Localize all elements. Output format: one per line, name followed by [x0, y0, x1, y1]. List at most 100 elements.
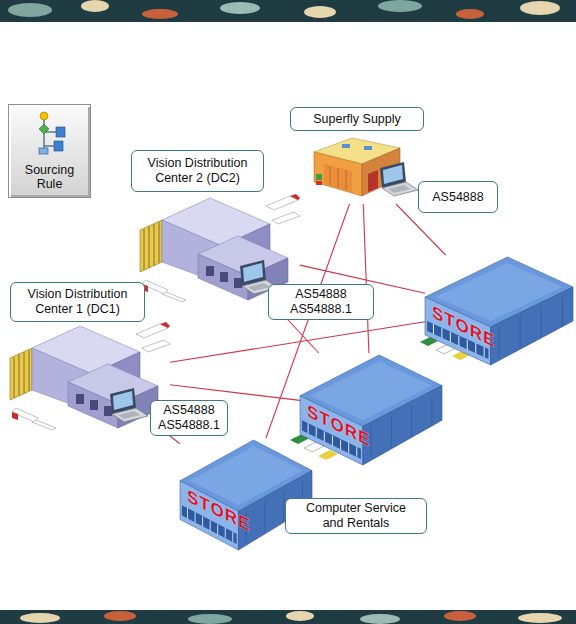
- illustration-part: [380, 162, 418, 196]
- callout-label: Superfly Supply: [290, 107, 424, 131]
- illustration-part: [388, 185, 410, 193]
- illustration-part: [39, 148, 48, 154]
- illustration-part: [220, 272, 228, 282]
- illustration-part: [160, 322, 170, 328]
- callout-label: AS54888: [418, 181, 498, 213]
- callout-label: Vision Distribution Center 1 (DC1): [10, 282, 145, 322]
- illustration-part: [484, 347, 485, 357]
- illustration-part: [144, 229, 145, 270]
- illustration-part: [444, 611, 476, 621]
- illustration-part: [0, 0, 576, 22]
- rule-icon: Sourcing Rule: [8, 104, 91, 198]
- illustration-part: [29, 350, 30, 391]
- illustration-part: [431, 396, 432, 427]
- illustration-part: [142, 9, 178, 19]
- illustration-part: [338, 168, 339, 188]
- illustration-part: [81, 0, 109, 12]
- illustration-part: [56, 127, 65, 137]
- illustration-part: [140, 220, 162, 272]
- illustration-part: [330, 166, 331, 185]
- illustration-part: [491, 287, 573, 365]
- store-site: STOREComputer Service and Rentals: [180, 438, 312, 550]
- illustration-part: [149, 226, 150, 268]
- store-site: STORE: [425, 255, 573, 365]
- illustration-part: [378, 0, 422, 12]
- illustration-part: [162, 292, 186, 302]
- supply-link: [170, 385, 300, 401]
- illustration-part: [217, 525, 218, 535]
- illustration-part: [40, 112, 48, 120]
- callout-label: AS54888 AS54888.1: [150, 400, 228, 436]
- illustration-part: [266, 196, 298, 210]
- illustration-part: [198, 254, 248, 300]
- illustration-part: [348, 443, 349, 453]
- illustration-part: [286, 611, 314, 621]
- illustration-part: [14, 357, 15, 398]
- callout-label: Computer Service and Rentals: [285, 498, 427, 534]
- illustration-part: [142, 340, 170, 352]
- illustration-part: [225, 528, 226, 538]
- illustration-part: [206, 266, 214, 276]
- illustration-part: [324, 431, 325, 441]
- illustration-part: [136, 324, 168, 338]
- illustration-part: [356, 447, 357, 457]
- illustration-part: [304, 6, 336, 18]
- illustration-part: [433, 324, 434, 334]
- illustration-part: [110, 388, 148, 422]
- illustration-part: [76, 394, 84, 404]
- illustration-part: [24, 352, 25, 394]
- illustration-part: [475, 343, 476, 353]
- illustration-part: [0, 610, 576, 624]
- illustration-part: [458, 336, 459, 346]
- illustration-part: [90, 400, 98, 410]
- illustration-part: [243, 263, 263, 282]
- illustration-part: [210, 520, 211, 530]
- illustration-part: [54, 141, 63, 151]
- illustration-part: [10, 320, 170, 430]
- illustration-part: [12, 408, 38, 422]
- illustration-part: [391, 416, 392, 447]
- illustration-part: [520, 317, 521, 347]
- callout-label: AS54888 AS54888.1: [268, 284, 374, 320]
- illustration-part: [364, 146, 372, 150]
- illustration-part: [370, 426, 371, 457]
- illustration-part: [363, 386, 442, 465]
- illustration-part: [290, 194, 300, 200]
- illustration-part: [316, 181, 322, 185]
- illustration-part: [346, 170, 347, 190]
- illustration-part: [272, 212, 300, 224]
- distribution-center: Vision Distribution Center 2 (DC2)AS5488…: [140, 192, 300, 302]
- illustration-part: [450, 332, 451, 342]
- illustration-part: [39, 124, 49, 134]
- distribution-center: Vision Distribution Center 1 (DC1)AS5488…: [10, 320, 170, 430]
- supply-link: [170, 322, 425, 363]
- illustration-part: [541, 307, 542, 337]
- illustration-part: [332, 435, 333, 445]
- illustration-part: [441, 328, 442, 338]
- illustration-part: [520, 1, 560, 15]
- illustration-part: [232, 532, 233, 542]
- illustration-part: [8, 3, 52, 17]
- illustration-part: [316, 427, 317, 437]
- illustration-part: [112, 408, 148, 422]
- illustration-part: [368, 170, 378, 192]
- illustration-part: [12, 412, 18, 420]
- illustration-part: [314, 152, 362, 196]
- illustration-part: [411, 406, 412, 437]
- illustration-part: [19, 354, 20, 396]
- illustration-part: [20, 613, 60, 623]
- illustration-part: [264, 501, 265, 532]
- illustration-part: [342, 144, 350, 148]
- store-site: STORE: [300, 353, 442, 465]
- illustration-part: [467, 340, 468, 350]
- illustration-part: [220, 2, 260, 14]
- illustration-part: [316, 174, 322, 180]
- illustration-part: [234, 278, 242, 288]
- illustration-part: [498, 327, 499, 357]
- illustration-part: [159, 222, 160, 263]
- illustration-part: [10, 348, 32, 400]
- supplier-site: Superfly SupplyAS54888: [312, 134, 412, 204]
- illustration-part: [188, 614, 232, 624]
- illustration-part: [456, 9, 484, 19]
